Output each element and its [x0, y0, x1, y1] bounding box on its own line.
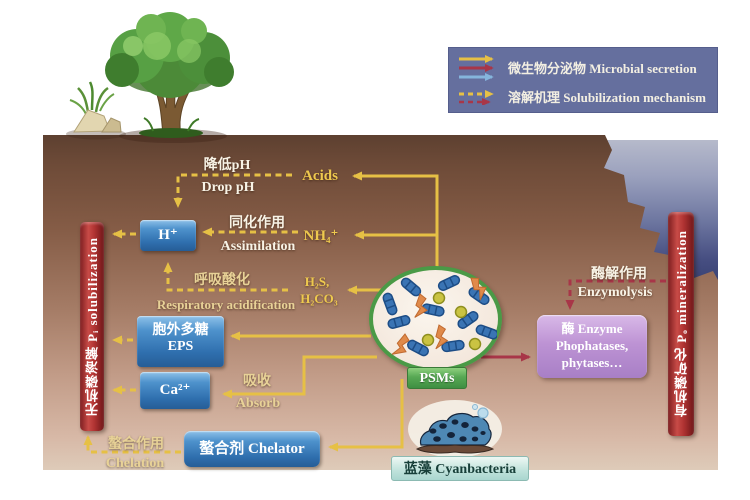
legend-mechanism-label: 溶解机理 Solubilization mechanism — [508, 90, 706, 106]
legend-solid-arrows-icon — [459, 54, 494, 81]
enzyme-line1: 酶 Enzyme — [561, 321, 623, 336]
bubble-small-icon — [472, 404, 478, 410]
tree-illustration — [66, 12, 234, 143]
cyanobacteria-illustration — [408, 400, 502, 458]
chelation-en-label: Chelation — [105, 456, 165, 471]
assimilation-en-label: Assimilation — [220, 239, 296, 254]
bar-left-label: 无机磷溶解 Pᵢ solubilization — [84, 236, 100, 417]
enzyme-line2: Phophatases, — [555, 338, 629, 353]
calcium-box: Ca²⁺ — [140, 372, 210, 409]
tree-canopy — [105, 12, 234, 98]
h2s-label: H₂S, — [304, 274, 330, 289]
legend-box: 微生物分泌物 Microbial secretion 溶解机理 Solubili… — [448, 47, 718, 113]
psms-label: PSMs — [407, 367, 467, 389]
tree-base-grass — [139, 117, 203, 138]
cyanobacteria-spots — [429, 419, 486, 442]
respiratory-zh-label: 呼吸酸化 — [194, 273, 250, 288]
legend-secretion-label: 微生物分泌物 Microbial secretion — [508, 61, 697, 77]
enzymolysis-en-label: Enzymolysis — [577, 285, 653, 300]
bar-right-label: 有机磷矿化 Pₒ mineralization — [673, 230, 689, 418]
organic-p-mineralization-bar: 有机磷矿化 Pₒ mineralization — [668, 212, 694, 436]
eps-label-en: EPS — [167, 339, 194, 354]
bubble-icon — [477, 407, 489, 419]
cyanobacteria-label: 蓝藻 Cyanbacteria — [391, 456, 529, 481]
h-ion-box: H⁺ — [140, 220, 196, 251]
legend-row-secretion: 微生物分泌物 Microbial secretion — [457, 54, 709, 82]
nh4-label: NH₄⁺ — [303, 228, 339, 244]
legend-dashed-arrows-icon — [459, 89, 494, 105]
eps-box: 胞外多糖 EPS — [137, 316, 224, 367]
h2co3-label: H₂CO₃ — [300, 291, 338, 306]
legend-row-mechanism: 溶解机理 Solubilization mechanism — [457, 87, 709, 106]
chelation-zh-label: 螯合作用 — [108, 437, 164, 452]
enzymolysis-zh-label: 酶解作用 — [591, 267, 647, 282]
chelator-box: 螯合剂 Chelator — [184, 431, 320, 467]
eps-label-zh: 胞外多糖 — [152, 323, 209, 338]
absorb-en-label: Absorb — [235, 396, 281, 411]
enzyme-box: 酶 Enzyme Phophatases, phytases… — [537, 315, 647, 378]
enzyme-line3: phytases… — [561, 355, 623, 370]
acids-label: Acids — [302, 168, 338, 184]
absorb-zh-label: 吸收 — [243, 374, 271, 389]
assimilation-zh-label: 同化作用 — [229, 216, 285, 231]
respiratory-en-label: Respiratory acidification — [156, 297, 296, 312]
inorganic-p-solubilization-bar: 无机磷溶解 Pᵢ solubilization — [80, 222, 104, 431]
microbes-illustration — [381, 273, 500, 361]
drop-ph-en-label: Drop pH — [201, 180, 255, 195]
psm-microbes-circle — [369, 266, 502, 372]
grass-and-rock-icon — [69, 81, 122, 133]
drop-ph-zh-label: 降低pH — [203, 158, 251, 173]
